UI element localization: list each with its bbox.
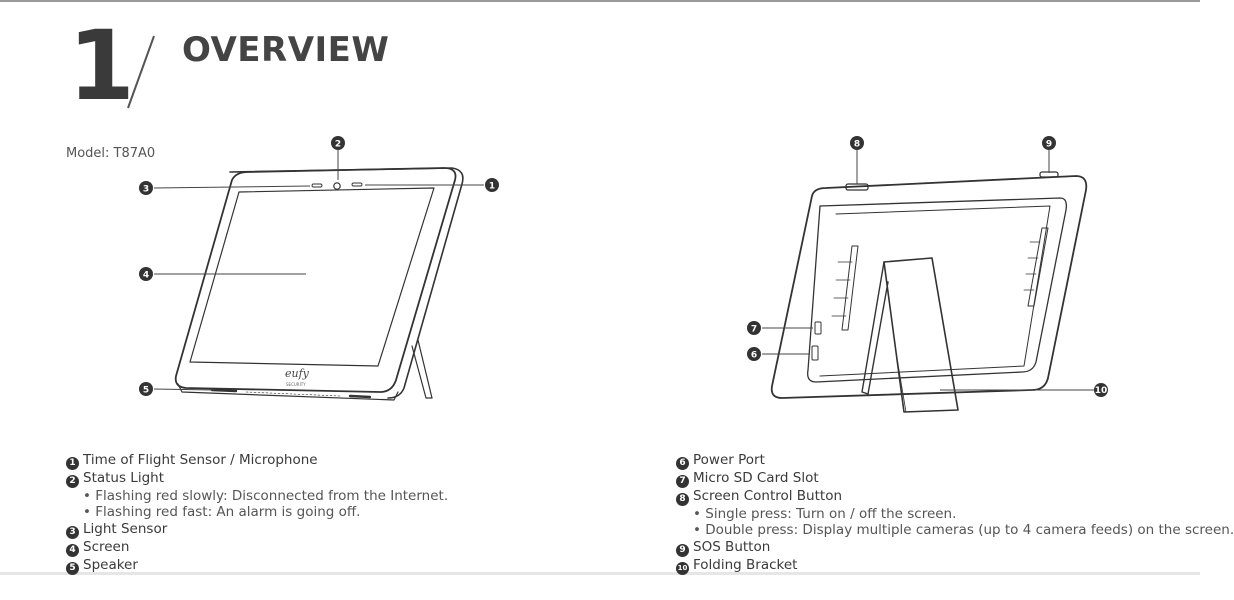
callout-1-number: 1 [489,182,495,192]
front-leaders [153,150,484,391]
legend-number: 8 [676,493,689,506]
callout-10-number: 10 [1095,386,1108,396]
front-view [174,167,464,401]
security-logo: SECURITY [286,382,306,387]
bottom-rule [0,572,1200,575]
legend-number: 4 [66,543,79,557]
legend-number: 1 [66,457,79,470]
legend-subitem-flash-slow: • Flashing red slowly: Disconnected from… [83,488,449,504]
legend-item-folding-bracket: 10 Folding Bracket [676,557,1234,575]
callout-5-number: 5 [143,386,149,396]
callout-3: 3 [139,181,153,195]
legend-label: Screen Control Button [693,488,843,504]
legend-item-sos-button: 9 SOS Button [676,539,1234,557]
callout-7: 7 [747,321,761,335]
callout-2-number: 2 [335,140,341,150]
section-slash [127,35,155,109]
legend-item-status-light: 2 Status Light [66,470,448,488]
top-rule [0,0,1200,2]
callout-4-number: 4 [143,271,149,281]
device-illustrations: eufy SECURITY [139,136,1108,413]
legend-label: SOS Button [693,538,771,555]
callout-10: 10 [1094,383,1108,397]
callout-8: 8 [850,136,864,150]
callout-6-number: 6 [751,351,757,361]
legend-label: Power Port [693,452,765,468]
legend-number: 6 [676,457,689,470]
legend-item-speaker: 5 Speaker [66,557,448,575]
legend-item-screen-control: 8 Screen Control Button [676,488,1234,506]
front-logo: eufy SECURITY [285,367,310,387]
callout-5: 5 [139,382,153,396]
legend-item-light-sensor: 3 Light Sensor [66,521,448,539]
eufy-logo: eufy [285,367,310,380]
legend-label: Time of Flight Sensor / Microphone [83,452,318,468]
legend-number: 9 [676,543,689,557]
callout-4: 4 [139,267,153,281]
right-legend: 6 Power Port 7 Micro SD Card Slot 8 Screen … [676,452,1234,575]
callout-1: 1 [485,178,499,192]
legend-number: 5 [66,561,79,575]
legend-subitem-double-press: • Double press: Display multiple cameras… [693,522,1234,539]
callout-6: 6 [747,347,761,361]
callout-9: 9 [1042,136,1056,150]
legend-label: Light Sensor [83,520,168,537]
legend-subitem-single-press: • Single press: Turn on / off the screen… [693,506,957,522]
legend-number: 2 [66,475,79,488]
legend-label: Screen [83,538,130,555]
model-label: Model: T87A0 [66,146,156,161]
legend-item-power-port: 6 Power Port [676,452,1234,470]
legend-label: Micro SD Card Slot [693,470,819,486]
left-legend: 1 Time of Flight Sensor / Microphone 2 Sta… [66,452,448,575]
callout-3-number: 3 [143,185,149,195]
legend-number: 3 [66,525,79,539]
back-leaders [762,150,1094,391]
legend-subitem-flash-fast: • Flashing red fast: An alarm is going o… [83,504,361,521]
callout-9-number: 9 [1046,140,1052,150]
legend-number: 7 [676,475,689,488]
callout-7-number: 7 [751,325,757,335]
legend-item-tof-sensor: 1 Time of Flight Sensor / Microphone [66,452,448,470]
legend-label: Speaker [83,556,138,573]
back-view [770,171,1088,413]
callout-8-number: 8 [854,140,860,150]
legend-item-screen: 4 Screen [66,539,448,557]
legend-item-sd-slot: 7 Micro SD Card Slot [676,470,1234,488]
section-title: OVERVIEW [182,30,390,70]
legend-label: Folding Bracket [693,556,798,573]
callout-2: 2 [331,136,345,150]
legend-label: Status Light [83,470,164,486]
section-number: 1 [68,10,135,122]
legend-number: 10 [676,561,689,575]
